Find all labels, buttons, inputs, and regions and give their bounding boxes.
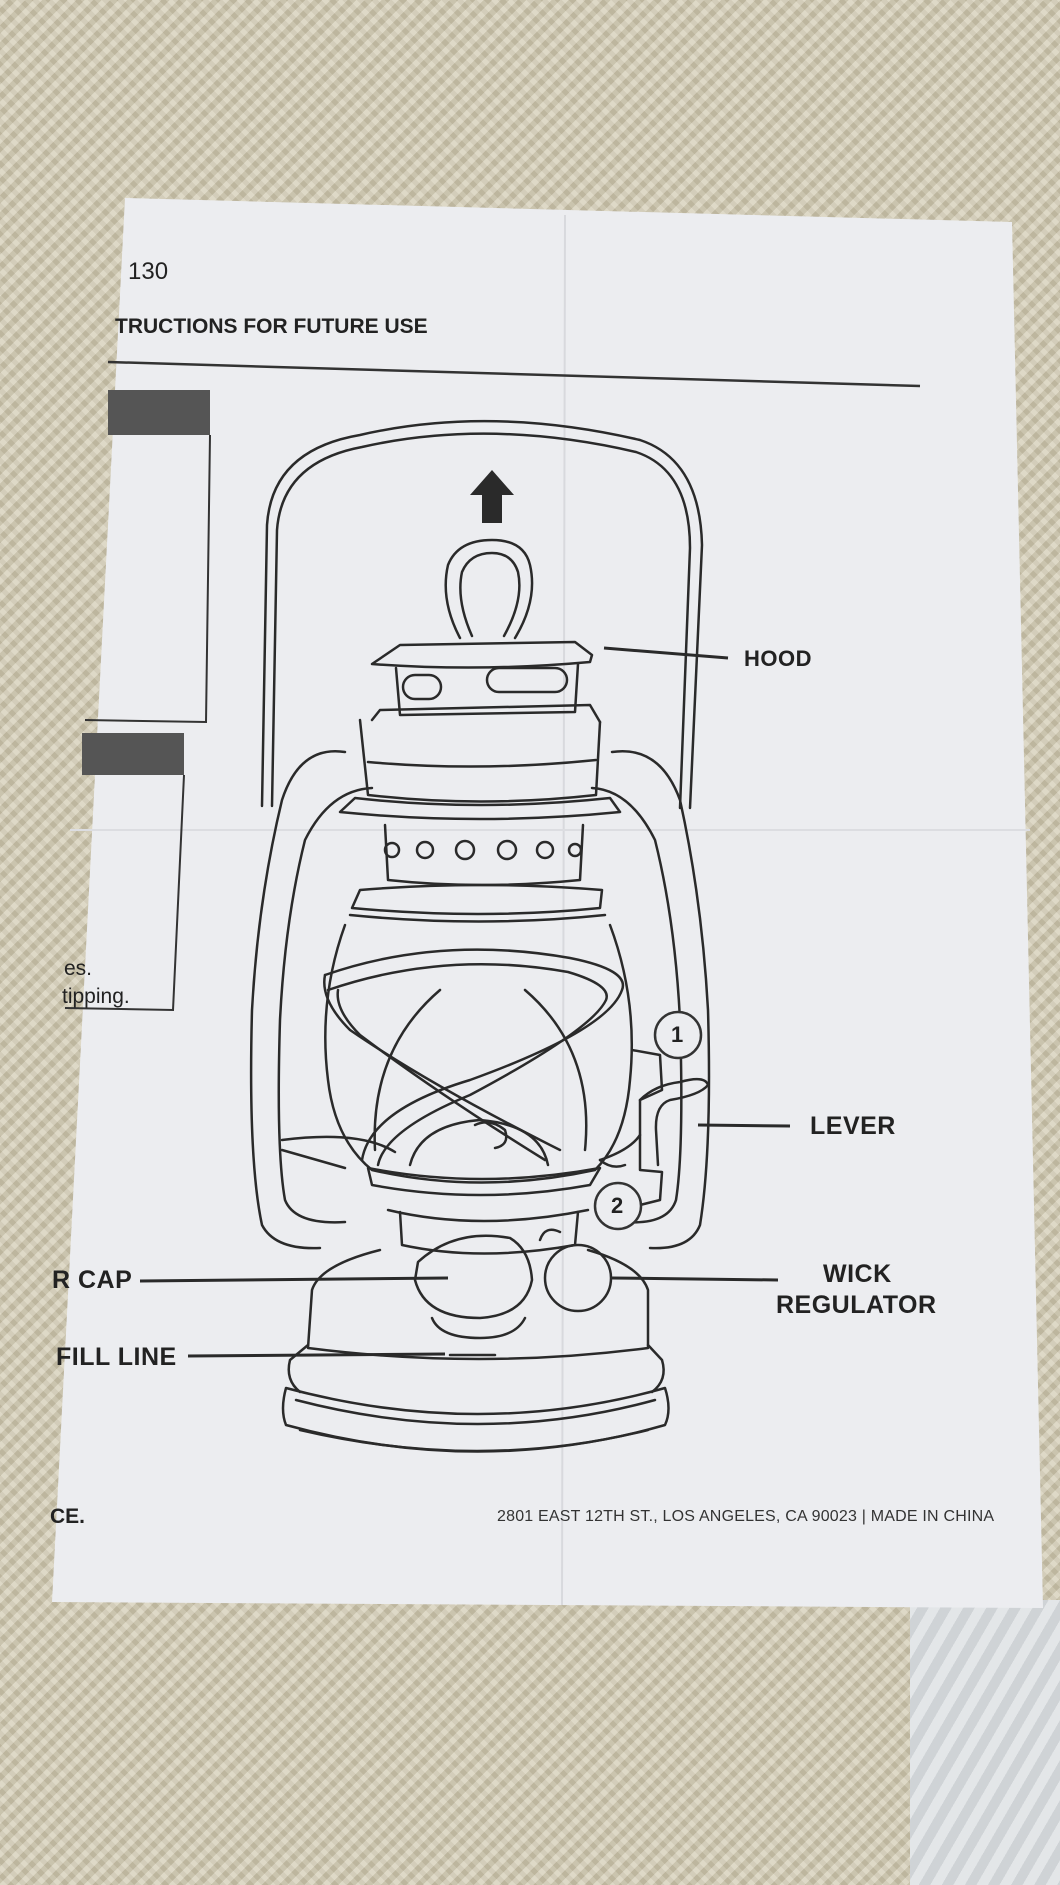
footer-left: CE. <box>50 1505 86 1528</box>
side-text-line2: tipping. <box>62 985 130 1008</box>
label-wick-line2: REGULATOR <box>776 1291 937 1319</box>
step-number-2: 2 <box>611 1193 624 1218</box>
paper <box>52 198 1043 1608</box>
footer-address: 2801 EAST 12TH ST., LOS ANGELES, CA 9002… <box>497 1508 995 1525</box>
label-cap: R CAP <box>52 1266 133 1294</box>
label-wick-line1: WICK <box>823 1260 892 1288</box>
background-cloth <box>910 1600 1060 1885</box>
step-marker-2 <box>593 1181 643 1231</box>
callout-lines <box>139 646 791 1358</box>
wick-leader <box>611 1276 779 1282</box>
label-hood: HOOD <box>744 646 812 671</box>
label-fill-line: FILL LINE <box>56 1343 177 1371</box>
header-rule <box>107 360 921 388</box>
cap-leader <box>139 1276 449 1283</box>
side-text-line1: es. <box>64 957 93 980</box>
header-text: TRUCTIONS FOR FUTURE USE <box>115 315 428 338</box>
step-marker-1 <box>653 1010 703 1060</box>
left-panel-boxes <box>64 390 211 1012</box>
lantern-drawing <box>249 419 711 1453</box>
model-number: 130 <box>128 258 169 285</box>
label-lever: LEVER <box>810 1112 896 1140</box>
lever-leader <box>697 1123 791 1128</box>
step-number-1: 1 <box>671 1022 684 1047</box>
fill-line-leader <box>187 1352 446 1358</box>
hood-leader <box>603 646 729 660</box>
